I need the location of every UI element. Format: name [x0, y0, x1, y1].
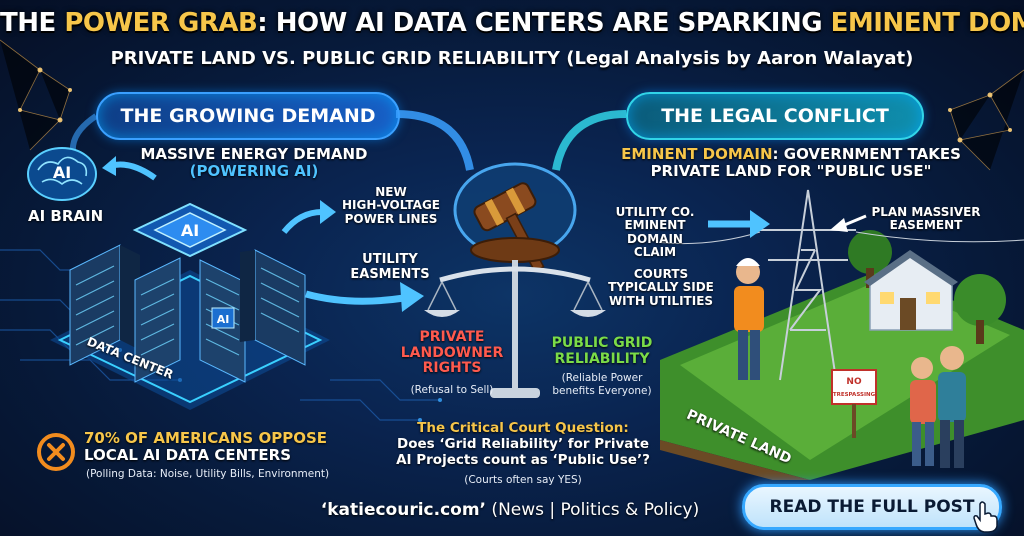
oppose-x-icon — [37, 433, 75, 471]
svg-text:NO: NO — [846, 377, 862, 387]
arrow-easements-icon — [305, 282, 424, 312]
ai-brain-icon: AI — [27, 147, 97, 201]
svg-text:AI: AI — [181, 221, 199, 240]
arrow-plan-icon — [830, 214, 867, 232]
arrow-to-brain-icon — [102, 156, 157, 181]
private-land-illustration: NO TRESPASSING — [660, 189, 1024, 480]
poll-headline: 70% OF AMERICANS OPPOSE LOCAL AI DATA CE… — [84, 429, 327, 464]
main-title: THE POWER GRAB: HOW AI DATA CENTERS ARE … — [0, 8, 1024, 38]
svg-text:AI: AI — [53, 163, 71, 182]
poll-subtext: (Polling Data: Noise, Utility Bills, Env… — [86, 468, 330, 480]
ai-brain-label: AI BRAIN — [28, 207, 104, 225]
court-question: The Critical Court Question: Does ‘Grid … — [396, 420, 650, 469]
arrow-claim-icon — [708, 210, 770, 238]
private-rights-sub: (Refusal to Sell) — [410, 384, 494, 396]
eminent-domain-definition: EMINENT DOMAIN: GOVERNMENT TAKES PRIVATE… — [621, 145, 961, 180]
growing-demand-banner: THE GROWING DEMAND — [96, 92, 400, 140]
court-question-sub: (Courts often say YES) — [464, 474, 582, 486]
hand-pointer-icon — [973, 501, 998, 533]
svg-text:TRESPASSING: TRESPASSING — [833, 392, 876, 398]
legal-conflict-banner: THE LEGAL CONFLICT — [626, 92, 924, 140]
energy-demand-text: MASSIVE ENERGY DEMAND (POWERING AI) — [140, 145, 368, 180]
scales-of-justice-icon — [424, 162, 606, 398]
read-full-post-button[interactable]: READ THE FULL POST — [742, 484, 1002, 530]
svg-text:AI: AI — [217, 313, 230, 326]
data-center-illustration: AI AI — [50, 202, 330, 410]
arrow-to-power-lines-icon — [281, 200, 336, 234]
source-footer: ‘katiecouric.com’ (News | Politics & Pol… — [320, 500, 700, 520]
subtitle: PRIVATE LAND VS. PUBLIC GRID RELIABILITY… — [110, 48, 914, 69]
